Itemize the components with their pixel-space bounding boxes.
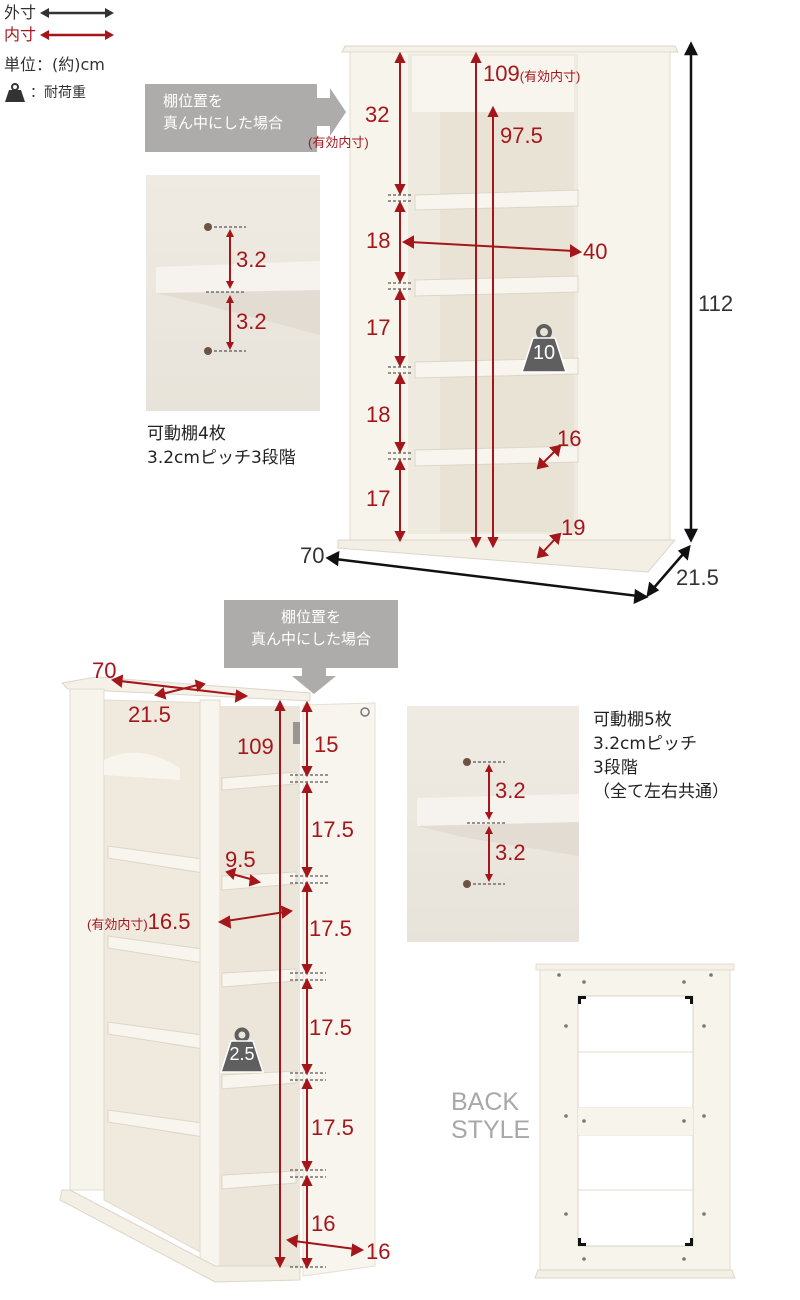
side-top-depth-label: 21.5 (128, 702, 171, 727)
caption-line: 3段階 (593, 758, 638, 778)
legend-outer: 外寸 (4, 2, 115, 24)
legend-unit: 単位：(約)cm (4, 54, 114, 76)
shelf-caption-1: 可動棚4枚 3.2cmピッチ3段階 (147, 422, 296, 470)
side-inner-depth-label: (有効内寸)16.5 (87, 911, 191, 936)
caption-line: 可動棚4枚 (147, 424, 226, 444)
weight-icon (220, 1027, 264, 1073)
load-value: 10 (532, 342, 556, 364)
front-load-badge: 10 (520, 322, 570, 374)
front-gap-2-label: 17 (366, 315, 391, 340)
back-label-line2: STYLE (451, 1116, 531, 1144)
note: (有効内寸) (87, 917, 148, 932)
front-overall-width-label: 70 (300, 543, 325, 568)
inner-arrow-icon (40, 30, 115, 40)
legend-outer-label: 外寸 (4, 3, 37, 22)
front-gap-1-label: 18 (366, 228, 391, 253)
callout-line2: 真ん中にした場合 (250, 630, 371, 648)
caption-line: （全て左右共通） (593, 782, 729, 802)
side-load-badge: 2.5 (220, 1026, 264, 1074)
side-gap-1-label: 17.5 (311, 817, 354, 842)
callout-line2: 真ん中にした場合 (163, 114, 284, 132)
front-overall-depth-label: 21.5 (676, 565, 719, 590)
front-inner-width-label: 40 (583, 239, 608, 264)
legend: 外寸 内寸 単位：(約)cm ：耐荷重 (4, 2, 115, 104)
caption-line: 可動棚5枚 (593, 710, 672, 730)
back-label-line1: BACK (451, 1088, 520, 1116)
front-overall-height-label: 112 (698, 291, 734, 316)
callout-line1: 棚位置を (280, 608, 341, 626)
legend-load: ：耐荷重 (4, 82, 114, 104)
load-label: ：耐荷重 (30, 85, 86, 101)
front-gap-4-label: 17 (366, 486, 391, 511)
side-bottom-depth-label: 16 (366, 1239, 391, 1264)
weight-icon (520, 324, 568, 373)
value: 16.5 (147, 909, 191, 934)
side-shelf-depth-label: 9.5 (225, 847, 256, 872)
value: 109 (483, 61, 520, 86)
shelf-center-callout-top: 棚位置を 真ん中にした場合 (145, 84, 317, 152)
load-value: 2.5 (229, 1044, 255, 1064)
caption-line: 3.2cmピッチ (593, 734, 697, 754)
side-top-width-label: 70 (92, 658, 117, 683)
pitch-lower-label: 3.2 (236, 309, 267, 334)
side-gap-4-label: 17.5 (311, 1115, 354, 1140)
callout-line1: 棚位置を (163, 92, 224, 110)
shelf-pitch-photo-1: 3.2 3.2 (146, 175, 320, 411)
front-gap-3-label: 18 (366, 402, 391, 427)
weight-icon (5, 83, 25, 102)
unit-label: 単位：(約)cm (4, 55, 105, 74)
side-inner-height-label: 109 (237, 734, 274, 759)
front-top-gap-label: 32 (365, 102, 390, 127)
outer-arrow-icon (40, 8, 115, 18)
pitch-lower-label: 3.2 (495, 840, 526, 865)
shelf-pitch-photo-2: 3.2 3.2 (407, 706, 579, 942)
side-top-gap-label: 15 (314, 732, 339, 757)
caption-line: 3.2cmピッチ3段階 (147, 448, 296, 468)
front-inner-height-label: 109(有効内寸) (483, 63, 580, 88)
pitch-upper-label: 3.2 (495, 778, 526, 803)
front-arch-height-label: 97.5 (500, 123, 543, 148)
legend-inner-label: 内寸 (4, 25, 37, 44)
back-style-label: BACK STYLE (451, 1088, 530, 1144)
shelf-center-callout-bottom: 棚位置を 真ん中にした場合 (224, 600, 398, 668)
shelf-caption-2: 可動棚5枚 3.2cmピッチ 3段階 （全て左右共通） (593, 708, 729, 804)
side-gap-3-label: 17.5 (309, 1015, 352, 1040)
side-bottom-gap-label: 16 (311, 1211, 336, 1236)
legend-inner: 内寸 (4, 24, 115, 46)
front-shelf-depth-label: 16 (557, 426, 582, 451)
pitch-upper-label: 3.2 (236, 247, 267, 272)
front-bottom-depth-label: 19 (561, 515, 586, 540)
side-gap-2-label: 17.5 (309, 916, 352, 941)
front-top-gap-note: (有効内寸) (308, 135, 369, 150)
note: (有効内寸) (519, 69, 581, 84)
